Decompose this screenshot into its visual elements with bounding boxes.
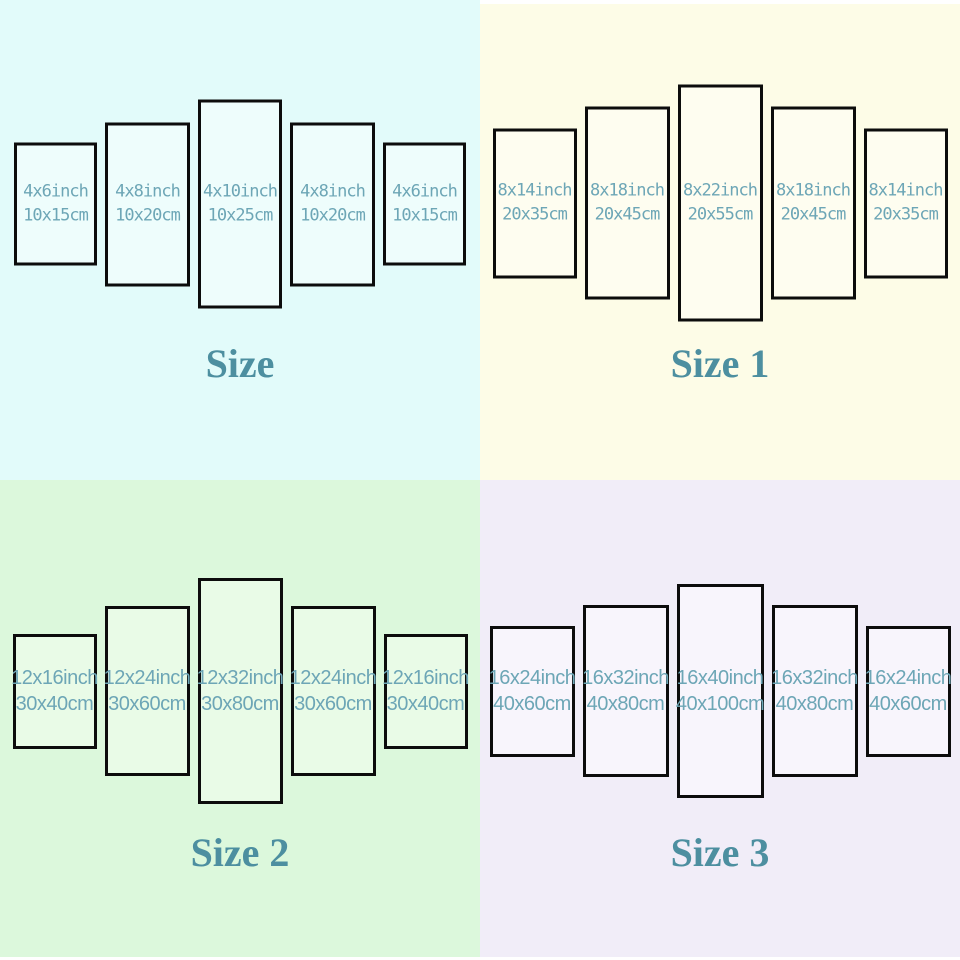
canvas-panel: 8x18inch 20x45cm (584, 106, 670, 300)
panel-size-label: 8x14inch 20x35cm (868, 179, 944, 227)
canvas-panel: 8x18inch 20x45cm (770, 106, 856, 300)
canvas-panel: 12x16inch 30x40cm (11, 633, 98, 749)
size-cm: 30x80cm (201, 693, 279, 715)
size-inch: 12x16inch (382, 667, 469, 689)
panel-size-label: 12x16inch 30x40cm (382, 665, 469, 717)
size-inch: 12x32inch (196, 667, 284, 689)
canvas-panel: 12x32inch 30x80cm (197, 578, 284, 804)
panel-size-label: 4x10inch 10x25cm (203, 180, 278, 228)
quadrant-size: 4x6inch 10x15cm 4x8inch 10x20cm 4x10inch… (0, 0, 480, 480)
size-inch: 12x24inch (289, 667, 377, 689)
size-inch: 16x24inch (864, 667, 952, 689)
panel-size-label: 16x40inch 40x100cm (675, 665, 765, 717)
canvas-panel: 16x32inch 40x80cm (582, 605, 669, 777)
white-edge-strip-bottom (0, 957, 960, 960)
canvas-panel: 16x40inch 40x100cm (675, 584, 765, 798)
size-cm: 20x35cm (502, 204, 568, 224)
size-cm: 30x60cm (108, 693, 186, 715)
panel-size-label: 12x24inch 30x60cm (104, 665, 191, 717)
size-cm: 30x60cm (294, 693, 372, 715)
size-cm: 30x40cm (15, 693, 94, 715)
size-inch: 8x18inch (776, 180, 851, 201)
size-cm: 40x100cm (675, 693, 765, 715)
size-title: Size 2 (190, 830, 290, 875)
size-inch: 12x24inch (103, 667, 191, 689)
size-inch: 16x24inch (488, 667, 576, 689)
canvas-panel: 8x14inch 20x35cm (492, 128, 577, 278)
panel-row: 12x16inch 30x40cm 12x24inch 30x60cm 12x3… (0, 578, 480, 804)
size-inch: 4x8inch (115, 181, 181, 202)
canvas-panel: 16x32inch 40x80cm (771, 605, 858, 777)
canvas-panel: 4x6inch 10x15cm (383, 142, 466, 266)
size-title: Size (205, 341, 275, 386)
size-inch: 8x14inch (497, 180, 573, 201)
canvas-panel: 4x8inch 10x20cm (290, 122, 375, 286)
size-inch: 8x18inch (590, 180, 665, 201)
canvas-panel: 4x8inch 10x20cm (105, 122, 190, 286)
panel-size-label: 16x32inch 40x80cm (582, 665, 669, 717)
panel-size-label: 4x8inch 10x20cm (300, 180, 366, 228)
quadrant-size-2: 12x16inch 30x40cm 12x24inch 30x60cm 12x3… (0, 480, 480, 960)
size-inch: 4x6inch (392, 181, 458, 202)
panel-size-label: 16x24inch 40x60cm (489, 665, 576, 717)
canvas-panel: 8x22inch 20x55cm (677, 84, 763, 322)
size-cm: 40x80cm (775, 693, 854, 715)
size-title: Size 3 (670, 830, 770, 875)
panel-size-label: 16x24inch 40x60cm (865, 665, 952, 717)
size-inch: 4x8inch (300, 181, 366, 202)
canvas-panel: 12x16inch 30x40cm (382, 633, 469, 749)
size-cm: 40x60cm (869, 693, 947, 715)
canvas-panel: 16x24inch 40x60cm (489, 625, 576, 757)
size-cm: 20x45cm (780, 204, 847, 224)
size-inch: 8x22inch (683, 180, 758, 201)
panel-row: 4x6inch 10x15cm 4x8inch 10x20cm 4x10inch… (0, 99, 480, 309)
panel-size-label: 4x6inch 10x15cm (392, 180, 458, 228)
panel-size-label: 8x18inch 20x45cm (776, 179, 851, 227)
size-cm: 10x15cm (23, 205, 89, 225)
size-inch: 16x32inch (582, 667, 669, 689)
quadrant-size-1: 8x14inch 20x35cm 8x18inch 20x45cm 8x22in… (480, 0, 960, 480)
panel-size-label: 12x32inch 30x80cm (197, 665, 284, 717)
size-inch: 16x32inch (771, 667, 858, 689)
panel-size-label: 8x22inch 20x55cm (683, 179, 758, 227)
size-inch: 4x10inch (203, 181, 278, 202)
size-cm: 10x15cm (392, 205, 458, 225)
canvas-panel: 4x6inch 10x15cm (14, 142, 97, 266)
panel-size-label: 12x16inch 30x40cm (11, 665, 98, 717)
panel-size-label: 4x6inch 10x15cm (23, 180, 89, 228)
size-title: Size 1 (670, 341, 770, 386)
panel-row: 16x24inch 40x60cm 16x32inch 40x80cm 16x4… (480, 584, 960, 798)
panel-row: 8x14inch 20x35cm 8x18inch 20x45cm 8x22in… (480, 84, 960, 322)
size-cm: 10x20cm (115, 205, 181, 225)
size-cm: 20x55cm (687, 204, 754, 224)
panel-size-label: 8x18inch 20x45cm (590, 179, 665, 227)
canvas-panel: 16x24inch 40x60cm (865, 625, 952, 757)
size-cm: 20x35cm (873, 204, 939, 224)
canvas-panel: 8x14inch 20x35cm (863, 128, 948, 278)
size-inch: 12x16inch (11, 667, 98, 689)
size-cm: 40x80cm (586, 693, 665, 715)
size-cm: 40x60cm (493, 693, 571, 715)
panel-size-label: 12x24inch 30x60cm (290, 665, 377, 717)
canvas-panel: 12x24inch 30x60cm (290, 606, 377, 776)
size-inch: 8x14inch (868, 180, 944, 201)
canvas-panel: 4x10inch 10x25cm (198, 99, 282, 309)
size-cm: 10x20cm (300, 205, 366, 225)
size-cm: 30x40cm (386, 693, 465, 715)
canvas-panel: 12x24inch 30x60cm (104, 606, 191, 776)
panel-size-label: 16x32inch 40x80cm (771, 665, 858, 717)
panel-size-label: 8x14inch 20x35cm (497, 179, 573, 227)
size-inch: 4x6inch (23, 181, 89, 202)
quadrant-size-3: 16x24inch 40x60cm 16x32inch 40x80cm 16x4… (480, 480, 960, 960)
size-cm: 10x25cm (207, 205, 274, 225)
size-inch: 16x40inch (676, 667, 764, 689)
white-edge-strip-top (480, 0, 960, 4)
panel-size-label: 4x8inch 10x20cm (115, 180, 181, 228)
size-cm: 20x45cm (594, 204, 661, 224)
